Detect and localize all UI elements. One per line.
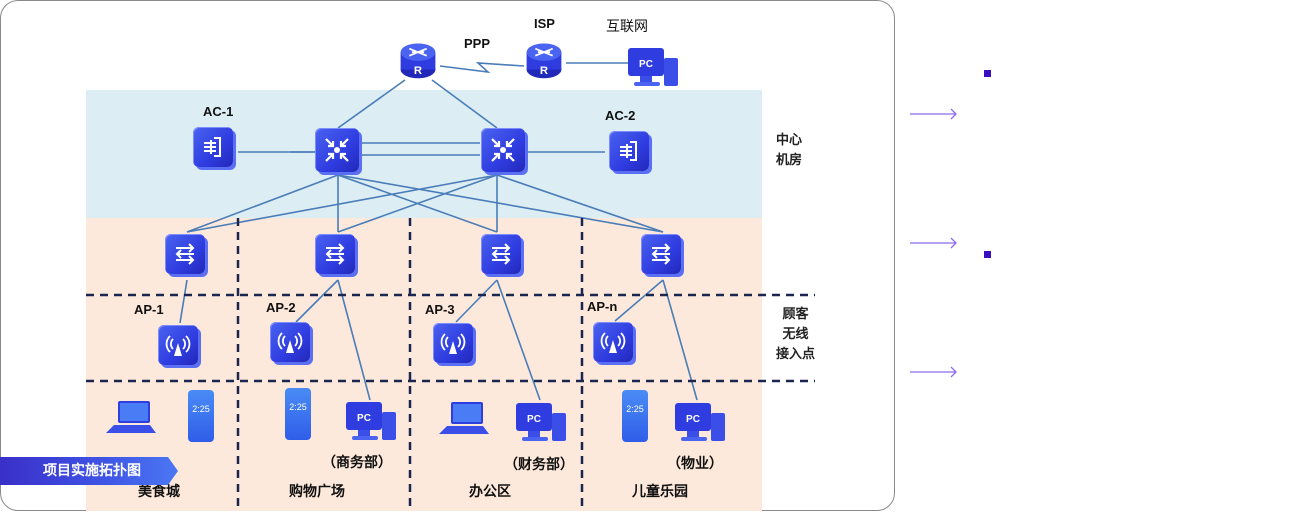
diagram-title-banner: 项目实施拓扑图 bbox=[0, 457, 178, 485]
phone-time: 2:25 bbox=[626, 404, 644, 414]
wireless-zone-label-line3: 接入点 bbox=[776, 347, 816, 362]
isp-router-icon: R bbox=[526, 43, 562, 79]
ac1-controller-icon bbox=[193, 127, 233, 167]
ac2-controller-icon bbox=[609, 131, 649, 171]
area-name-food-court: 美食城 bbox=[138, 484, 180, 500]
phone-icon: 2:25 bbox=[285, 388, 311, 440]
laptop-icon bbox=[439, 402, 489, 434]
link-sw1-ap1 bbox=[179, 279, 188, 324]
ap3-label: AP-3 bbox=[425, 302, 455, 317]
link-sw2-pc bbox=[337, 279, 371, 401]
link-core1-sw1 bbox=[186, 174, 339, 233]
link-sw4-apn bbox=[614, 279, 664, 322]
bullet-marker bbox=[984, 70, 991, 77]
pc-text: PC bbox=[357, 413, 371, 424]
core-zone-label-line2: 机房 bbox=[776, 153, 803, 168]
link-core2-sw1 bbox=[186, 174, 498, 233]
access-switch-3-icon bbox=[481, 234, 521, 274]
ap3-wifi-icon bbox=[433, 323, 473, 363]
link-core2-sw2 bbox=[337, 174, 498, 233]
phone-time: 2:25 bbox=[192, 404, 210, 414]
ap2-label: AP-2 bbox=[266, 300, 296, 315]
ap1-wifi-icon bbox=[158, 325, 198, 365]
arrow-right-icon bbox=[910, 366, 957, 378]
link-router-core1 bbox=[337, 79, 406, 129]
access-switch-4-icon bbox=[641, 234, 681, 274]
wireless-zone-label-line1: 顾客 bbox=[782, 307, 809, 322]
isp-router-letter: R bbox=[540, 65, 548, 77]
pc-note-property: （物业） bbox=[667, 456, 723, 472]
area-name-kids-park: 儿童乐园 bbox=[632, 484, 688, 500]
arrow-right-icon bbox=[910, 237, 957, 249]
area-name-office: 办公区 bbox=[469, 484, 511, 500]
area-name-shopping-plaza: 购物广场 bbox=[289, 484, 345, 500]
router-icon: R bbox=[400, 43, 436, 79]
link-router-core2 bbox=[431, 79, 498, 129]
ppp-label: PPP bbox=[464, 36, 491, 51]
link-sw3-pc bbox=[496, 279, 541, 401]
pc-icon-finance: PC bbox=[516, 403, 566, 441]
internet-label: 互联网 bbox=[606, 19, 648, 35]
wireless-zone-label: 顾客 无线 接入点 bbox=[776, 305, 815, 365]
apn-wifi-icon bbox=[593, 322, 633, 362]
internet-pc-icon: PC bbox=[628, 48, 678, 86]
apn-label: AP-n bbox=[587, 299, 618, 314]
wireless-zone-label-line2: 无线 bbox=[782, 327, 809, 342]
pc-text: PC bbox=[639, 59, 653, 70]
link-core2-sw4 bbox=[496, 174, 664, 233]
ac1-label: AC-1 bbox=[203, 104, 234, 119]
core-zone-label: 中心 机房 bbox=[776, 131, 802, 171]
ac2-label: AC-2 bbox=[605, 108, 636, 123]
pc-icon-business: PC bbox=[346, 402, 396, 440]
phone-icon: 2:25 bbox=[622, 390, 648, 442]
core-switch-1-icon bbox=[315, 128, 359, 172]
arrow-right-icon bbox=[910, 108, 957, 120]
link-sw2-ap2 bbox=[295, 279, 339, 323]
link-ppp bbox=[439, 62, 525, 74]
topology-links bbox=[86, 62, 815, 511]
core-switch-2-icon bbox=[481, 128, 525, 172]
isp-label: ISP bbox=[534, 16, 555, 31]
pc-note-finance: （财务部） bbox=[504, 457, 574, 473]
laptop-icon bbox=[106, 401, 156, 433]
access-switch-2-icon bbox=[315, 234, 355, 274]
phone-icon: 2:25 bbox=[188, 390, 214, 442]
link-core1-sw4 bbox=[337, 174, 664, 233]
pc-text: PC bbox=[686, 414, 700, 425]
phone-time: 2:25 bbox=[289, 402, 307, 412]
pc-note-business: （商务部） bbox=[322, 455, 392, 471]
pc-text: PC bbox=[527, 414, 541, 425]
pc-icon-property: PC bbox=[675, 403, 725, 441]
router-letter: R bbox=[414, 65, 422, 77]
bullet-marker bbox=[984, 251, 991, 258]
ap1-label: AP-1 bbox=[134, 302, 164, 317]
access-switch-1-icon bbox=[165, 234, 205, 274]
ap2-wifi-icon bbox=[270, 322, 310, 362]
link-sw3-ap3 bbox=[455, 279, 498, 323]
core-zone-label-line1: 中心 bbox=[776, 133, 803, 148]
